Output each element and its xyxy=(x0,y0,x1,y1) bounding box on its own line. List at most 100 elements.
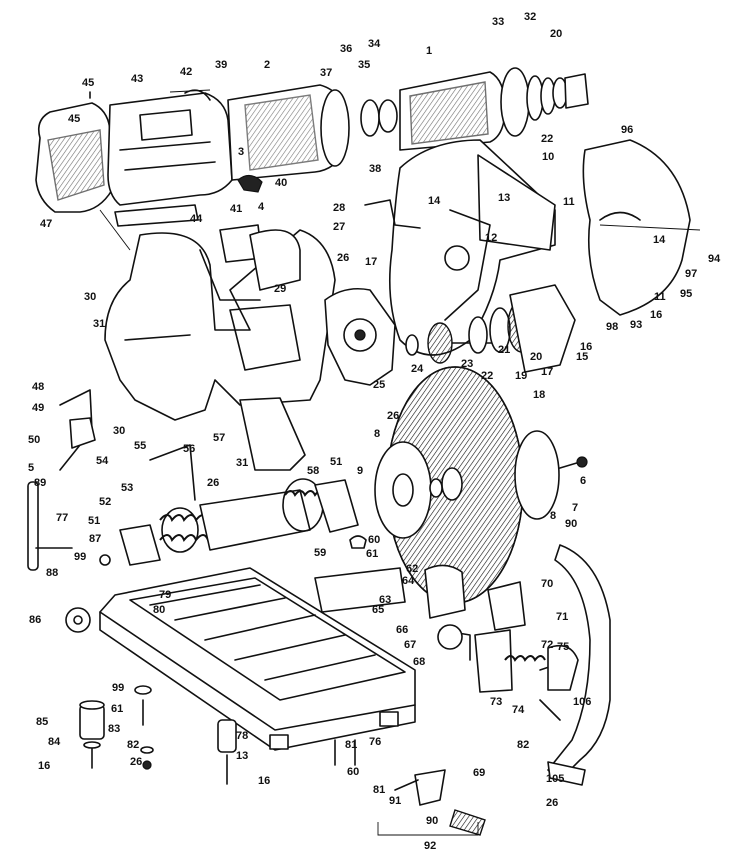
part-callout-11: 11 xyxy=(654,291,666,303)
part-callout-59: 59 xyxy=(314,547,326,559)
part-callout-30: 30 xyxy=(113,425,125,437)
gear-plate xyxy=(324,287,396,386)
part-callout-81: 81 xyxy=(345,739,357,751)
part-callout-28: 28 xyxy=(333,202,345,214)
part-callout-25: 25 xyxy=(373,379,385,391)
part-callout-43: 43 xyxy=(131,73,143,85)
part-callout-36: 36 xyxy=(340,43,352,55)
part-callout-14: 14 xyxy=(653,234,666,246)
part-callout-23: 23 xyxy=(461,358,473,370)
part-callout-7: 7 xyxy=(572,502,578,514)
part-callout-8: 8 xyxy=(550,510,556,522)
part-callout-15: 15 xyxy=(576,351,588,363)
part-callout-91: 91 xyxy=(389,795,401,807)
part-callout-2: 2 xyxy=(264,59,270,71)
part-callout-41: 41 xyxy=(230,203,242,215)
part-callout-83: 83 xyxy=(108,723,120,735)
part-callout-72: 72 xyxy=(541,639,553,651)
part-callout-16: 16 xyxy=(650,309,662,321)
part-callout-68: 68 xyxy=(413,656,425,668)
part-callout-67: 67 xyxy=(404,639,416,651)
part-callout-52: 52 xyxy=(99,496,111,508)
part-callout-90: 90 xyxy=(565,518,577,530)
part-callout-70: 70 xyxy=(541,578,553,590)
part-callout-12: 12 xyxy=(485,232,497,244)
motor-end-cap xyxy=(35,102,113,213)
spindle-gears xyxy=(405,284,576,373)
part-callout-37: 37 xyxy=(320,67,332,79)
part-callout-51: 51 xyxy=(330,456,342,468)
part-callout-99: 99 xyxy=(112,682,124,694)
part-callout-26: 26 xyxy=(546,797,558,809)
part-callout-90: 90 xyxy=(426,815,438,827)
part-callout-26: 26 xyxy=(337,252,349,264)
part-callout-9: 9 xyxy=(357,465,363,477)
vise-jaw xyxy=(314,564,579,721)
part-callout-26: 26 xyxy=(387,410,399,422)
part-callout-62: 62 xyxy=(406,563,418,575)
part-callout-21: 21 xyxy=(498,344,510,356)
part-callout-63: 63 xyxy=(379,594,391,606)
part-callout-78: 78 xyxy=(236,730,248,742)
springs xyxy=(119,478,359,566)
part-callout-69: 69 xyxy=(473,767,485,779)
part-callout-26: 26 xyxy=(130,756,142,768)
part-callout-35: 35 xyxy=(358,59,370,71)
part-callout-48: 48 xyxy=(32,381,44,393)
motor-housing xyxy=(107,89,233,206)
part-callout-50: 50 xyxy=(28,434,40,446)
part-callout-60: 60 xyxy=(347,766,359,778)
part-callout-84: 84 xyxy=(48,736,61,748)
part-callout-66: 66 xyxy=(396,624,408,636)
part-callout-20: 20 xyxy=(550,28,562,40)
part-callout-38: 38 xyxy=(369,163,381,175)
part-callout-87: 87 xyxy=(89,533,101,545)
part-callout-5: 5 xyxy=(28,462,34,474)
part-callout-71: 71 xyxy=(556,611,568,623)
part-callout-61: 61 xyxy=(111,703,123,715)
part-callout-16: 16 xyxy=(38,760,50,772)
part-callout-22: 22 xyxy=(541,133,553,145)
part-callout-82: 82 xyxy=(127,739,139,751)
part-callout-13: 13 xyxy=(498,192,510,204)
part-callout-99: 99 xyxy=(74,551,86,563)
part-callout-81: 81 xyxy=(373,784,385,796)
part-callout-3: 3 xyxy=(238,146,244,158)
part-callout-31: 31 xyxy=(236,457,248,469)
part-callout-53: 53 xyxy=(121,482,133,494)
part-callout-105: 105 xyxy=(546,773,564,785)
part-callout-86: 86 xyxy=(29,614,41,626)
part-callout-8: 8 xyxy=(374,428,380,440)
part-callout-17: 17 xyxy=(541,366,553,378)
part-callout-61: 61 xyxy=(366,548,378,560)
part-callout-79: 79 xyxy=(159,589,171,601)
part-callout-51: 51 xyxy=(88,515,100,527)
part-callout-26: 26 xyxy=(207,477,219,489)
part-callout-42: 42 xyxy=(180,66,192,78)
part-callout-57: 57 xyxy=(213,432,225,444)
part-callout-33: 33 xyxy=(492,16,504,28)
upper-blade-guard xyxy=(364,139,556,356)
handle-kit xyxy=(377,769,486,836)
part-callout-106: 106 xyxy=(573,696,591,708)
part-callout-55: 55 xyxy=(134,440,146,452)
part-callout-60: 60 xyxy=(368,534,380,546)
part-callout-40: 40 xyxy=(275,177,287,189)
part-callout-20: 20 xyxy=(530,351,542,363)
part-callout-49: 49 xyxy=(32,402,44,414)
part-callout-93: 93 xyxy=(630,319,642,331)
part-callout-18: 18 xyxy=(533,389,545,401)
part-callout-98: 98 xyxy=(606,321,618,333)
part-callout-13: 13 xyxy=(236,750,248,762)
part-callout-94: 94 xyxy=(708,253,721,265)
part-callout-16: 16 xyxy=(258,775,270,787)
part-callout-34: 34 xyxy=(368,38,381,50)
part-callout-88: 88 xyxy=(46,567,58,579)
right-guard xyxy=(582,139,701,316)
part-callout-56: 56 xyxy=(183,443,195,455)
part-callout-45: 45 xyxy=(82,77,94,89)
part-callout-75: 75 xyxy=(557,641,569,653)
armature xyxy=(360,67,589,151)
